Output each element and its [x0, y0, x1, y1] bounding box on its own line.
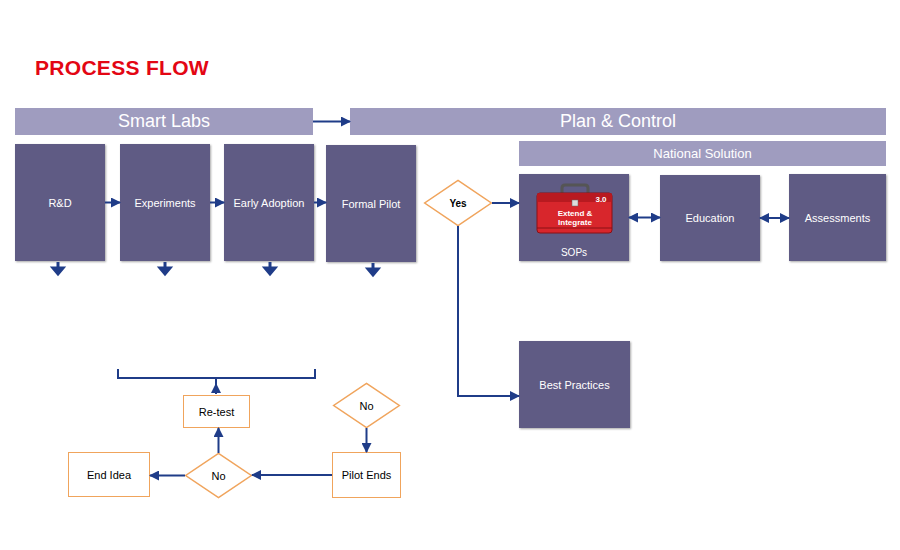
connector-arrow	[210, 202, 224, 204]
group-bracket	[118, 369, 315, 378]
connector-arrow	[458, 226, 519, 396]
process-box: Assessments	[789, 174, 886, 261]
page-title: PROCESS FLOW	[35, 56, 209, 80]
process-box: Education	[660, 175, 760, 261]
node-text: National Solution	[653, 146, 751, 161]
version-number: 3.0	[592, 195, 610, 204]
process-box: R&D	[15, 144, 105, 261]
diamond-shape	[425, 180, 492, 225]
connector-arrow	[105, 202, 120, 204]
decision-diamond: Yes	[424, 180, 492, 226]
diamond-shape	[186, 453, 252, 497]
node-text: Re-test	[199, 406, 234, 418]
arrow-head	[265, 268, 275, 274]
diamond-shape	[334, 383, 400, 427]
node-text: No	[211, 470, 225, 482]
bracket-tick	[215, 378, 217, 384]
process-box: Experiments	[120, 144, 210, 261]
arrow-head	[368, 269, 378, 275]
retest-arrow	[215, 384, 217, 394]
node-text: End Idea	[87, 469, 131, 481]
decision-diamond: No	[333, 383, 400, 428]
toolbox-body	[537, 193, 612, 233]
connector-arrow	[313, 121, 350, 123]
node-text: Best Practices	[539, 379, 609, 391]
node-text: Plan & Control	[560, 111, 676, 132]
process-box: Best Practices	[519, 341, 630, 428]
node-text: R&D	[48, 197, 71, 209]
node-text: Yes	[449, 198, 466, 209]
node-text: Smart Labs	[118, 111, 210, 132]
connector-arrow	[760, 217, 789, 219]
node-text: No	[359, 400, 373, 412]
connector-arrow	[314, 202, 326, 204]
connector-arrow	[252, 474, 332, 476]
connector-arrow	[629, 217, 660, 219]
process-box: Early Adoption	[224, 144, 314, 261]
decision-diamond: No	[185, 453, 252, 498]
node-text: SOPs	[561, 247, 587, 258]
connector-arrow	[218, 428, 220, 453]
outcome-box: Re-test	[183, 395, 250, 428]
band-header: Smart Labs	[15, 108, 313, 135]
node-text: Formal Pilot	[342, 198, 401, 210]
down-arrows	[53, 262, 378, 275]
toolbox-label: Extend & Integrate	[545, 209, 605, 227]
node-text: Early Adoption	[234, 197, 305, 209]
connector-arrow	[366, 428, 368, 452]
toolbox-seam	[537, 228, 612, 229]
node-text: Assessments	[805, 212, 870, 224]
outcome-box: End Idea	[68, 452, 150, 497]
sub-band: National Solution	[519, 141, 886, 166]
toolbox-illustration	[537, 185, 612, 233]
arrow-head	[53, 268, 63, 274]
node-text: Experiments	[134, 197, 195, 209]
arrow-head	[160, 268, 170, 274]
band-header: Plan & Control	[350, 108, 886, 135]
process-box: Formal Pilot	[326, 145, 416, 262]
connector-arrow	[492, 202, 519, 204]
node-text: Education	[686, 212, 735, 224]
toolbox-latch	[572, 200, 578, 206]
node-text: Pilot Ends	[342, 469, 392, 481]
outcome-box: Pilot Ends	[332, 452, 401, 498]
connector-arrow	[150, 475, 185, 477]
